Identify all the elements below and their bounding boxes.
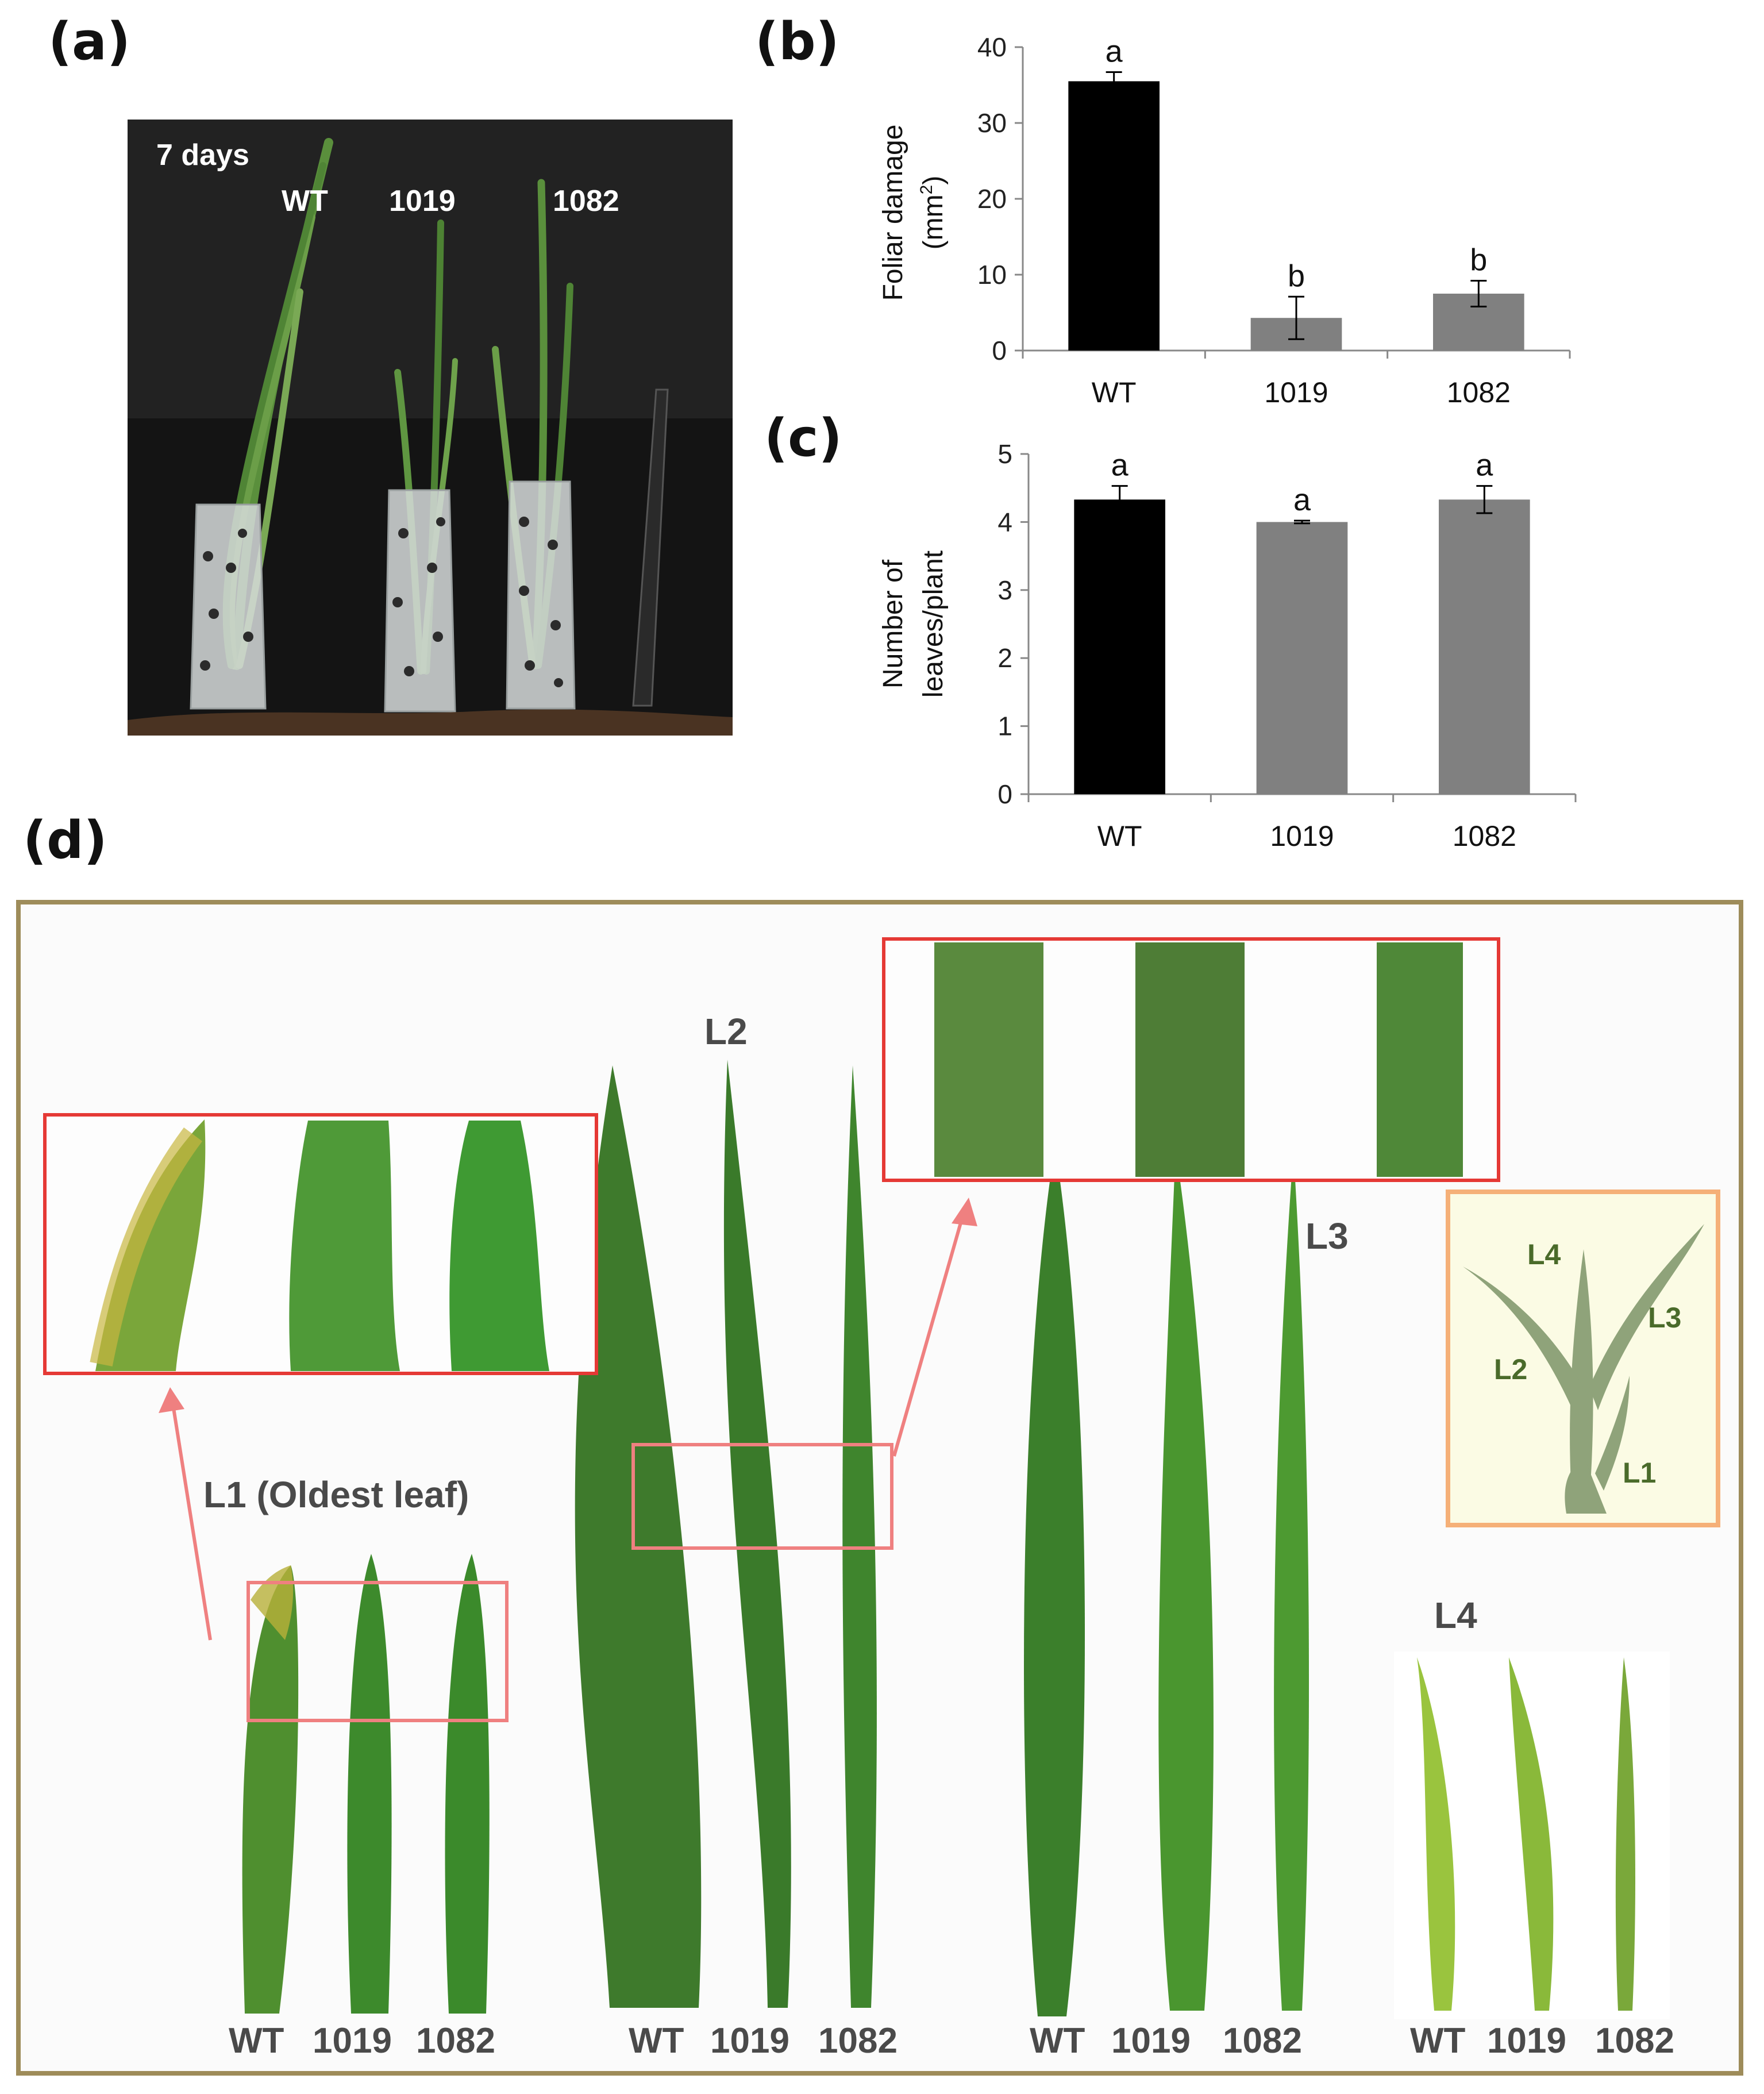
panel-label-d: (d)	[23, 810, 107, 871]
seedling-photo-drawing	[128, 120, 733, 736]
category-label: 1019	[1270, 820, 1334, 852]
leaf-drawing	[43, 937, 1720, 2019]
panel-label-c: (c)	[764, 408, 842, 468]
leaf-label-l1: L1 (Oldest leaf)	[203, 1474, 469, 1515]
chart-leaves-per-plant: 0 1 2 3 4 5 aWT a 1019 a 1082 Number of leaves/plant	[878, 439, 1577, 852]
y-tick-label: 30	[977, 108, 1007, 138]
y-axis-title: Foliar damage	[878, 125, 908, 301]
photo-line-label-1019: 1019	[389, 184, 456, 218]
l2-line-label-wt: WT	[629, 2021, 684, 2061]
y-axis-title: Number of	[878, 559, 908, 688]
category-label: 1082	[1453, 820, 1516, 852]
y-axis-title: leaves/plant	[918, 551, 949, 698]
y-axis-unit: (mm2)	[917, 176, 949, 250]
significance-letter: a	[1111, 448, 1129, 483]
inset-label-l3: L3	[1648, 1302, 1682, 1334]
l1-line-label-1082: 1082	[416, 2021, 495, 2061]
category-label: WT	[1097, 820, 1142, 852]
leaf-label-l4: L4	[1434, 1595, 1477, 1636]
l1-line-label-wt: WT	[229, 2021, 284, 2061]
inset-label-l4: L4	[1527, 1238, 1561, 1271]
panel-label-a: (a)	[48, 11, 130, 72]
l4-line-label-1082: 1082	[1595, 2021, 1674, 2061]
l3-line-label-1019: 1019	[1111, 2021, 1191, 2061]
l2-line-label-1019: 1019	[710, 2021, 789, 2061]
l2-line-label-1082: 1082	[818, 2021, 898, 2061]
bar-1019	[1256, 522, 1348, 794]
panel-label-b: (b)	[755, 11, 839, 72]
y-tick-label: 40	[977, 32, 1007, 62]
y-tick-label: 20	[977, 184, 1007, 214]
y-tick-label: 10	[977, 260, 1007, 290]
leaf-comparison-panel: L1 (Oldest leaf) L2 L3 L4 WT 1019 1082 W…	[16, 900, 1743, 2076]
significance-letter: a	[1476, 448, 1493, 483]
l4-line-label-1019: 1019	[1487, 2021, 1566, 2061]
l4-line-label-wt: WT	[1410, 2021, 1466, 2061]
significance-letter: a	[1106, 34, 1123, 69]
significance-letter: b	[1288, 259, 1305, 293]
seedling-photo: 7 days WT 1019 1082	[128, 120, 733, 736]
photo-line-label-1082: 1082	[553, 184, 619, 218]
bar-wt	[1074, 499, 1165, 794]
y-tick-label: 1	[997, 711, 1012, 741]
y-tick-label: 2	[997, 643, 1012, 673]
category-label: 1082	[1447, 376, 1511, 409]
bar-wt	[1068, 81, 1160, 351]
y-tick-label: 5	[997, 439, 1012, 469]
y-tick-label: 0	[992, 336, 1007, 365]
y-tick-label: 4	[997, 507, 1012, 537]
y-tick-label: 3	[997, 575, 1012, 605]
category-label: 1019	[1264, 376, 1328, 409]
photo-line-label-wt: WT	[282, 184, 328, 218]
y-tick-label: 0	[997, 779, 1012, 809]
leaf-label-l2: L2	[704, 1011, 748, 1052]
inset-label-l1: L1	[1623, 1457, 1657, 1489]
l3-line-label-wt: WT	[1030, 2021, 1085, 2061]
l3-line-label-1082: 1082	[1223, 2021, 1302, 2061]
bar-1082	[1439, 499, 1530, 794]
chart-foliar-damage: 0 10 20 30 40 aWT b 1019 b 1082 Foliar damage (mm2)	[878, 32, 1571, 409]
l1-line-label-1019: 1019	[313, 2021, 392, 2061]
inset-label-l2: L2	[1494, 1353, 1528, 1385]
significance-letter: b	[1470, 243, 1487, 278]
significance-letter: a	[1293, 483, 1311, 517]
leaf-label-l3: L3	[1305, 1215, 1349, 1257]
photo-duration-label: 7 days	[156, 138, 249, 172]
category-label: WT	[1092, 376, 1137, 409]
